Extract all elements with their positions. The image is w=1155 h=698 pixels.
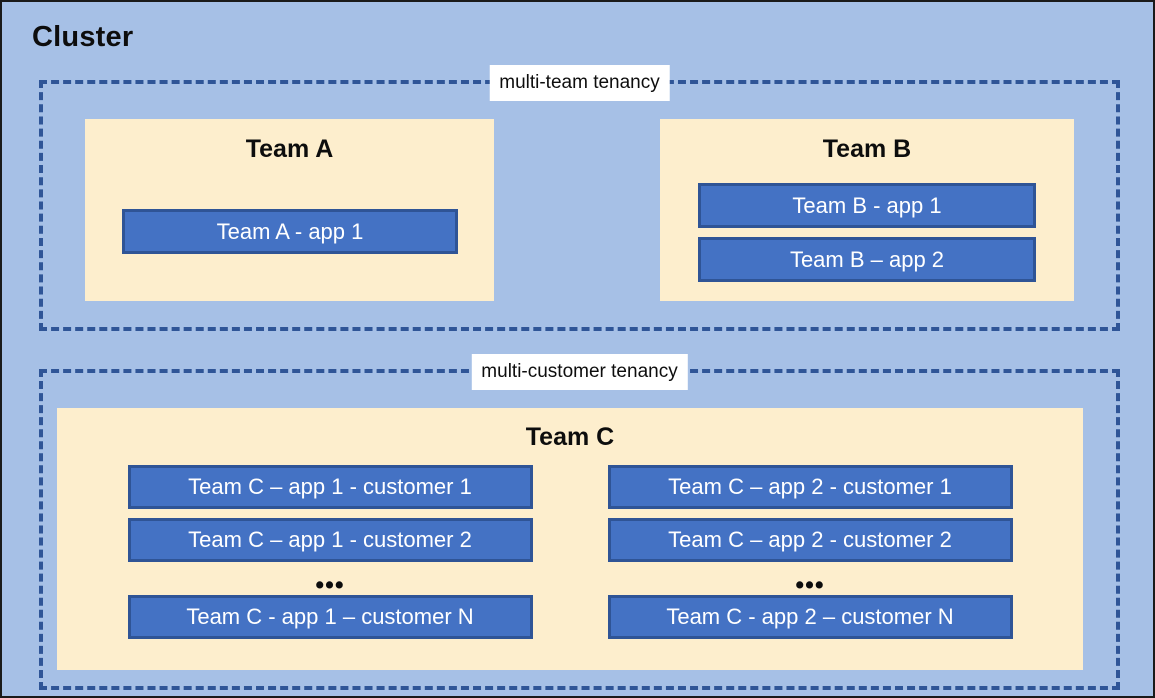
- app-box-team-c-app-1-customer-2[interactable]: Team C – app 1 - customer 2: [127, 518, 533, 562]
- app-box-team-c-app-2-customer-n[interactable]: Team C - app 2 – customer N: [607, 595, 1013, 639]
- app-list-team-b: Team B - app 1 Team B – app 2: [698, 183, 1036, 282]
- team-box-team-a: Team A Team A - app 1: [85, 119, 494, 301]
- app-box-team-c-app-2-customer-2[interactable]: Team C – app 2 - customer 2: [607, 518, 1013, 562]
- team-title-team-b: Team B: [822, 135, 912, 163]
- cluster-title: Cluster: [32, 21, 134, 53]
- app-column-team-c-app-2: Team C – app 2 - customer 1 Team C – app…: [607, 465, 1013, 639]
- team-box-team-c: Team C Team C – app 1 - customer 1 Team …: [57, 408, 1083, 670]
- tenancy-group-multi-team: multi-team tenancy: [39, 65, 1120, 331]
- app-box-team-c-app-1-customer-n[interactable]: Team C - app 1 – customer N: [127, 595, 533, 639]
- team-title-team-c: Team C: [525, 423, 615, 451]
- app-box-team-c-app-1-customer-1[interactable]: Team C – app 1 - customer 1: [127, 465, 533, 509]
- app-box-team-c-app-2-customer-1[interactable]: Team C – app 2 - customer 1: [607, 465, 1013, 509]
- tenancy-group-multi-customer: multi-customer tenancy: [39, 354, 1120, 690]
- app-box-team-b-app-2[interactable]: Team B – app 2: [698, 237, 1036, 282]
- app-column-team-c-app-1: Team C – app 1 - customer 1 Team C – app…: [127, 465, 533, 639]
- app-list-team-a: Team A - app 1: [122, 209, 458, 254]
- team-box-team-b: Team B Team B - app 1 Team B – app 2: [660, 119, 1074, 301]
- ellipsis-team-c-app-1: •••: [315, 571, 345, 599]
- ellipsis-team-c-app-2: •••: [795, 571, 825, 599]
- app-grid-team-c: Team C – app 1 - customer 1 Team C – app…: [57, 465, 1083, 639]
- tenancy-label-multi-customer: multi-customer tenancy: [471, 354, 688, 390]
- tenancy-label-multi-team: multi-team tenancy: [489, 65, 670, 101]
- app-box-team-a-app-1[interactable]: Team A - app 1: [122, 209, 458, 254]
- team-title-team-a: Team A: [245, 135, 334, 163]
- app-box-team-b-app-1[interactable]: Team B - app 1: [698, 183, 1036, 228]
